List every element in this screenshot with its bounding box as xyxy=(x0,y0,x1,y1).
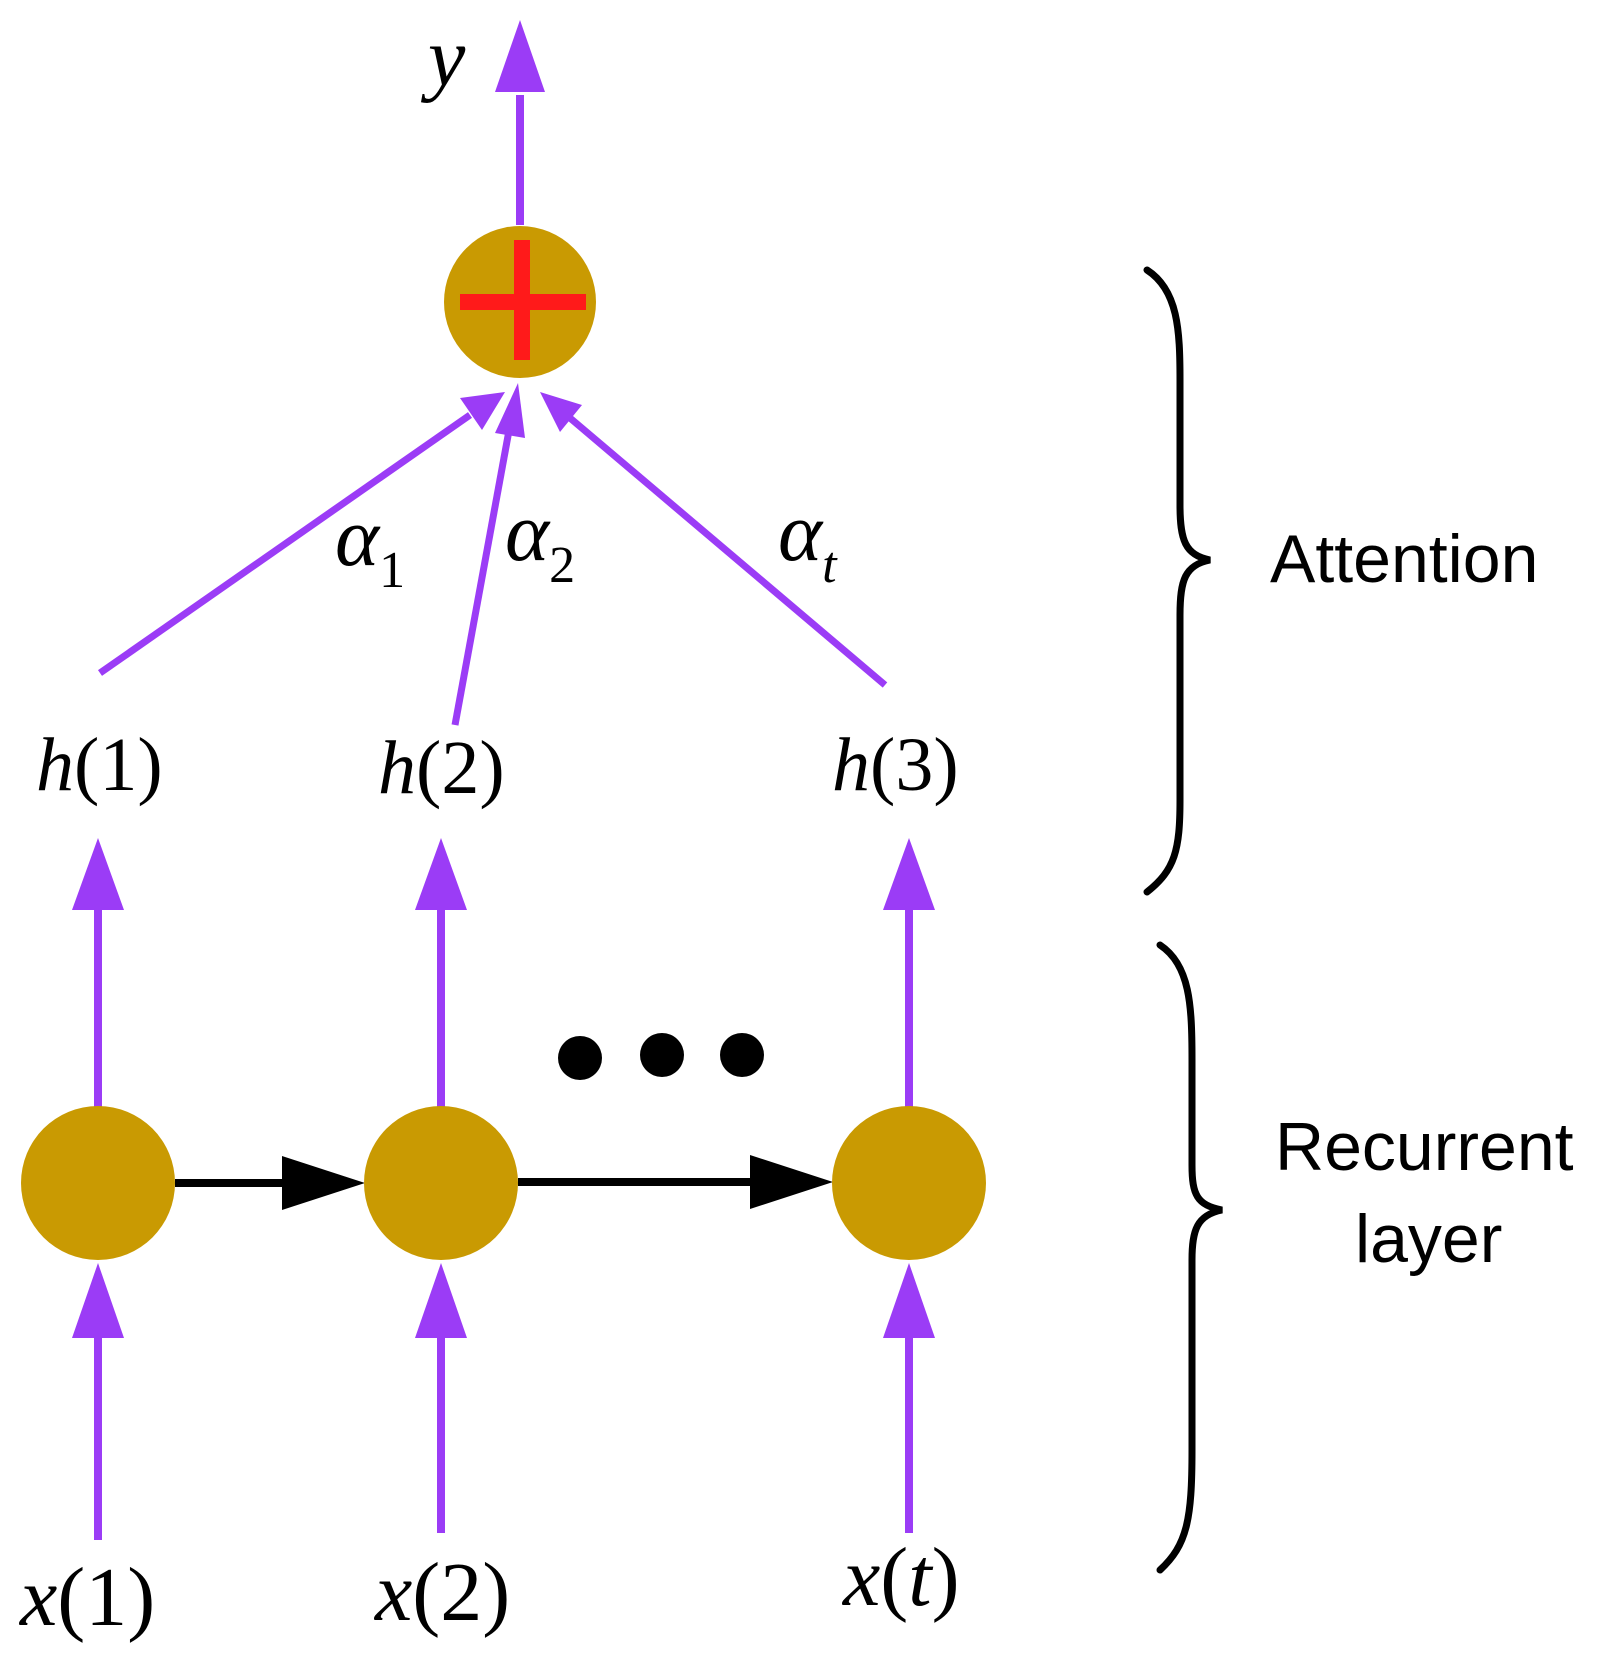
recurrent-label-line1: Recurrent xyxy=(1275,1109,1574,1185)
recurrent-arrowhead-2 xyxy=(750,1155,833,1209)
recurrent-label-line2: layer xyxy=(1355,1201,1502,1277)
input-arrowhead-1 xyxy=(72,1263,124,1338)
attention-arrowhead-3 xyxy=(540,392,582,432)
attention-arrow-1 xyxy=(97,412,473,676)
attention-label: Attention xyxy=(1270,521,1538,597)
attention-brace xyxy=(1143,266,1211,896)
attention-arrowhead-1 xyxy=(460,392,505,430)
hidden-label-1: h(1) xyxy=(36,723,163,807)
weight-alpha-t: αt xyxy=(778,486,838,594)
ellipsis-dot-2 xyxy=(640,1033,684,1077)
output-arrowhead xyxy=(495,20,545,92)
input-arrowhead-3 xyxy=(883,1263,935,1338)
input-arrowhead-2 xyxy=(415,1263,467,1338)
hidden-label-3: h(3) xyxy=(832,723,959,807)
weight-alpha-2: α2 xyxy=(505,486,575,594)
recurrent-node-3 xyxy=(832,1106,986,1260)
node-to-hidden-arrowhead-1 xyxy=(72,838,124,910)
attention-arrowhead-2 xyxy=(495,383,525,438)
plus-icon-vertical xyxy=(514,240,530,360)
attention-arrow-2 xyxy=(451,424,514,726)
recurrent-brace xyxy=(1156,941,1223,1574)
attention-arrow-3 xyxy=(567,415,888,688)
node-to-hidden-arrowhead-2 xyxy=(415,838,467,910)
recurrent-node-2 xyxy=(364,1106,518,1260)
input-label-2: x(2) xyxy=(373,1546,510,1639)
input-label-1: x(1) xyxy=(18,1551,155,1644)
input-label-3: x(t) xyxy=(841,1531,960,1624)
output-y-label: y xyxy=(420,11,466,104)
hidden-label-2: h(2) xyxy=(378,726,505,810)
node-to-hidden-arrowhead-3 xyxy=(883,838,935,910)
ellipsis-dot-3 xyxy=(720,1033,764,1077)
weight-alpha-1: α1 xyxy=(335,491,405,599)
recurrent-node-1 xyxy=(21,1106,175,1260)
recurrent-arrowhead-1 xyxy=(282,1156,365,1210)
ellipsis-dot-1 xyxy=(558,1036,602,1080)
